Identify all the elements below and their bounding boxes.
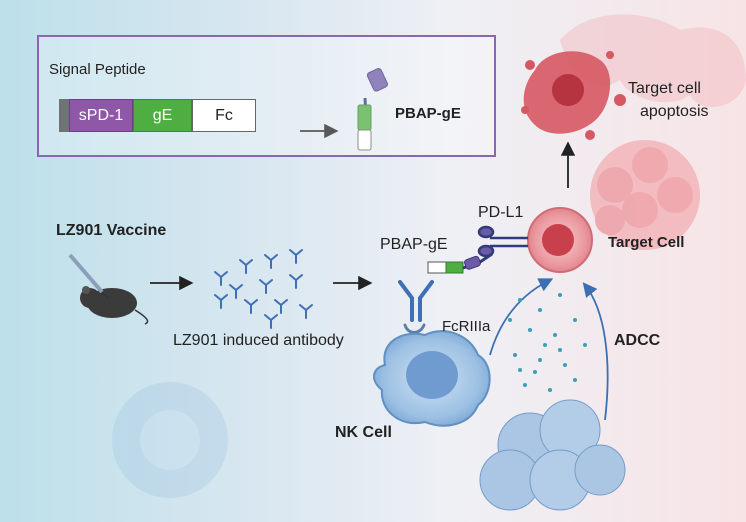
spd1-segment: sPD-1 xyxy=(69,99,133,132)
mouse-icon xyxy=(80,286,149,325)
pbap-ge-label: PBAP-gE xyxy=(380,236,448,253)
product-label: PBAP-gE xyxy=(395,105,461,122)
target-cell-label: Target Cell xyxy=(608,234,685,251)
pd-l1-label: PD-L1 xyxy=(478,204,524,221)
target-apoptosis-label-2: apoptosis xyxy=(640,103,709,120)
antibody-on-nk xyxy=(398,280,434,334)
target-apoptosis-label-1: Target cell xyxy=(628,80,701,97)
target-cell xyxy=(527,207,593,273)
pd-l1-receptors xyxy=(477,225,528,258)
pbap-ge-fusion xyxy=(427,252,493,274)
syringe-icon xyxy=(68,253,109,299)
signal-peptide-label: Signal Peptide xyxy=(49,61,146,78)
fc-segment: Fc xyxy=(192,99,256,132)
vaccine-label: LZ901 Vaccine xyxy=(56,222,167,239)
cytotoxic-granules xyxy=(508,293,587,392)
background-nk-ghost xyxy=(112,382,228,498)
antibody-label: LZ901 induced antibody xyxy=(173,332,344,349)
adcc-arrow-right xyxy=(582,282,609,421)
adcc-arrow-left xyxy=(489,278,554,356)
adcc-label: ADCC xyxy=(614,332,661,349)
target-cell-cluster xyxy=(590,140,700,250)
apoptotic-target-cell xyxy=(521,51,626,140)
fcriiia-label: FcRIIIa xyxy=(442,318,491,335)
nk-cell-label: NK Cell xyxy=(335,424,392,441)
nk-cell-cluster xyxy=(479,399,626,511)
antibody-cluster xyxy=(214,249,313,329)
nk-cell xyxy=(373,330,491,427)
pbap-ge-molecule xyxy=(357,68,388,151)
signal-peptide-segment xyxy=(59,99,69,132)
construct-panel: Signal Peptide sPD-1 gE Fc PBAP-gE xyxy=(37,35,496,157)
ge-segment: gE xyxy=(133,99,192,132)
